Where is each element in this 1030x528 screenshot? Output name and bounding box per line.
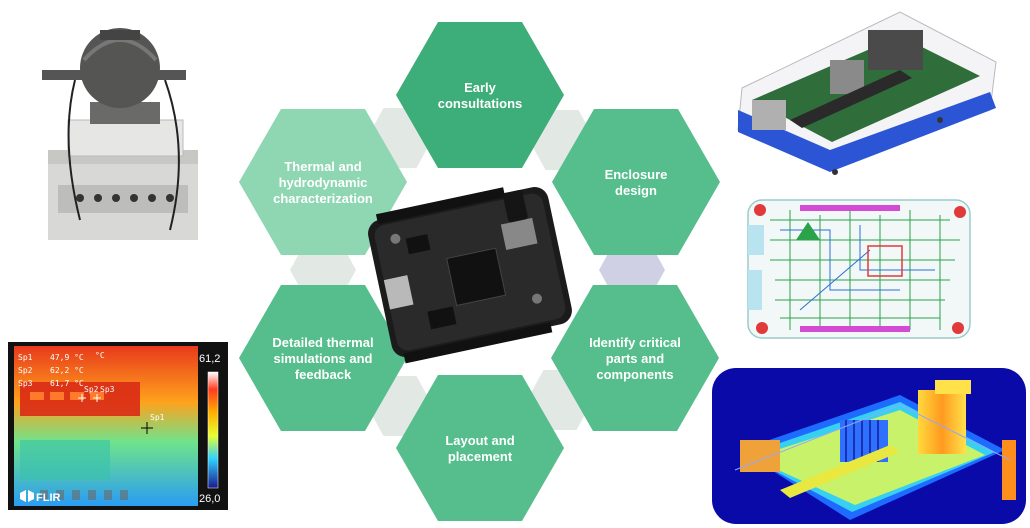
scale-min-label: 26,0 <box>199 493 220 505</box>
step-hexagon <box>239 109 407 255</box>
circuit-board-icon <box>368 187 572 364</box>
step-label-line: Detailed thermal <box>272 335 373 350</box>
enclosure-3d-model-icon <box>737 11 997 175</box>
step-label-line: characterization <box>273 191 373 206</box>
flir-logo-icon <box>20 490 34 502</box>
step-hexagon <box>552 109 720 255</box>
step-label-line: placement <box>448 449 513 464</box>
step-label-line: Early <box>464 80 497 95</box>
step-label-line: Layout and <box>445 433 514 448</box>
unit-label: °C <box>95 351 105 360</box>
reading-label: Sp1 <box>18 353 33 362</box>
step-label-line: consultations <box>438 96 523 111</box>
step-label-line: Enclosure <box>605 167 668 182</box>
step-label-line: components <box>596 367 673 382</box>
spot-label-sp3: Sp3 <box>100 385 115 394</box>
reading-label: Sp2 <box>18 366 33 375</box>
step-hexagon <box>239 285 407 431</box>
reading-label: Sp3 <box>18 379 33 388</box>
step-label-line: simulations and <box>274 351 373 366</box>
thermal-readings: Sp1 47,9 °C Sp2 62,2 °C Sp3 61,7 °C <box>18 353 84 388</box>
step-label-line: parts and <box>606 351 665 366</box>
spot-label-sp1: Sp1 <box>150 413 165 422</box>
step-label-line: Identify critical <box>589 335 681 350</box>
measurement-apparatus-icon <box>42 28 198 240</box>
thermal-simulation-icon <box>712 368 1026 524</box>
step-label-line: Thermal and <box>284 159 361 174</box>
flir-logo-text: FLIR <box>36 492 60 504</box>
step-label-line: hydrodynamic <box>279 175 368 190</box>
reading-value: 62,2 °C <box>50 366 84 375</box>
step-hexagon <box>396 375 564 521</box>
reading-value: 47,9 °C <box>50 353 84 362</box>
reading-value: 61,7 °C <box>50 379 84 388</box>
thermal-camera-image-icon: Sp1 47,9 °C Sp2 62,2 °C Sp3 61,7 °C °C 61,2 2… <box>8 342 228 510</box>
spot-label-sp2: Sp2 <box>84 385 99 394</box>
step-hexagon <box>551 285 719 431</box>
pcb-layout-icon <box>747 199 971 339</box>
step-label-line: feedback <box>295 367 352 382</box>
step-hexagon <box>396 22 564 168</box>
step-label-line: design <box>615 183 657 198</box>
scale-max-label: 61,2 <box>199 353 220 365</box>
